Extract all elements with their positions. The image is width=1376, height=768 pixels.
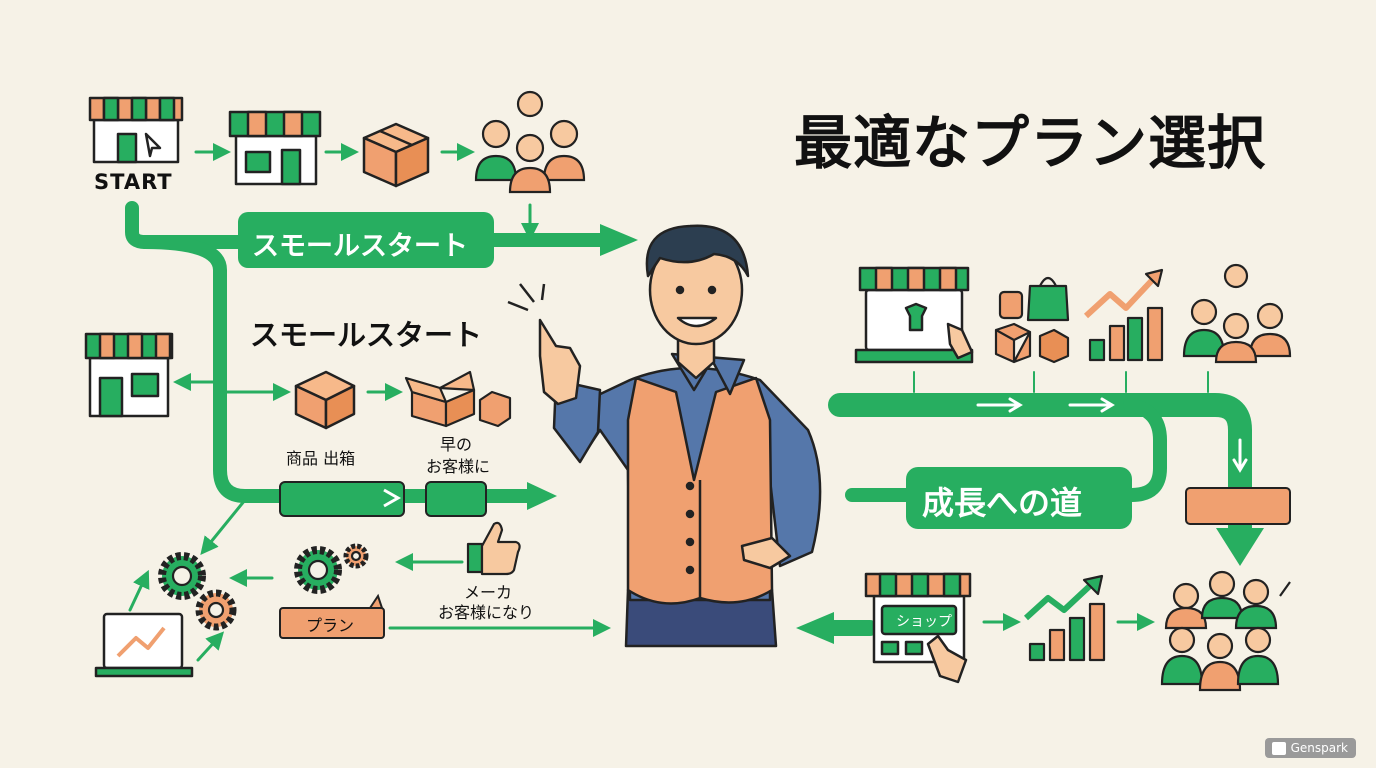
flow-lines [125,201,1252,636]
box-icon-top [362,122,430,188]
products-icon [994,276,1070,364]
genspark-badge-text: Genspark [1290,741,1348,755]
gears-icon-left [158,552,237,631]
customer-label-line2: お客様に [426,457,491,476]
growth-chart-icon-top [1083,268,1164,362]
people-crowd-icon [1160,570,1291,692]
customer-label-line1: 早の [440,435,473,454]
store-icon-left [84,332,174,418]
thumbs-up-icon [466,521,521,576]
genspark-logo-icon [1271,742,1286,755]
open-boxes-icon [404,370,512,428]
people-group-top [474,90,586,194]
genspark-badge[interactable]: Genspark [1264,738,1356,758]
shop-label[interactable]: ショップ [896,614,952,630]
small-start-pill-label[interactable]: スモールスタート [252,231,468,262]
growth-pill-label[interactable]: 成長への道 [922,484,1083,522]
gears-icon-mid [294,543,369,594]
small-start-pill [238,212,494,268]
product-box-label: 商品 出箱 [286,449,356,468]
plan-label[interactable]: プラン [306,616,355,635]
green-box-1 [279,481,405,517]
shop-storefront-icon [864,572,972,684]
start-store-icon [88,96,184,164]
laptop-chart-icon [94,612,194,678]
orange-box-right [1185,487,1291,525]
growth-chart-icon-bottom [1023,574,1106,662]
store-icon-top [228,110,322,186]
box-icon-mid [294,370,356,430]
presenter-figure [507,224,822,648]
online-store-laptop-icon [854,266,974,364]
growth-pill [906,467,1132,529]
plan-box [279,607,385,639]
small-arrows [128,143,1155,662]
arrow-heads [527,224,1264,644]
maker-label-line2: お客様になり [438,603,535,622]
section-heading: スモールスタート [250,318,483,352]
people-group-right-top [1182,263,1292,364]
maker-label-line1: メーカ [464,583,513,602]
flow-ticks [913,371,1209,393]
flow-inner-arrows [976,397,1248,473]
page-title: 最適なプラン選択 [794,109,1267,177]
green-box-2 [425,481,487,517]
start-label[interactable]: START [94,170,173,194]
